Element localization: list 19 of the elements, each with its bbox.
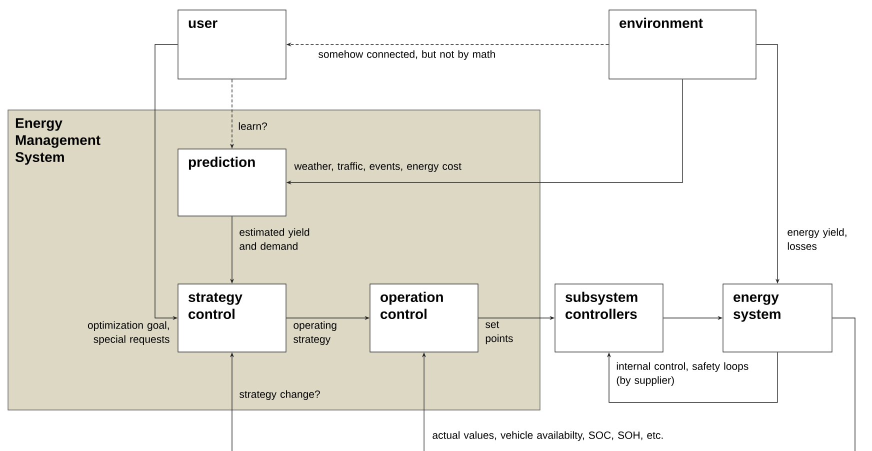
edge-label: somehow connected, but not by math xyxy=(318,50,495,60)
edge-label: actual values, vehicle availabilty, SOC, SOH, etc. xyxy=(432,431,663,441)
process-box: environment xyxy=(608,10,756,80)
edge-label: energy yield, losses xyxy=(788,228,846,250)
process-box: prediction xyxy=(178,148,286,216)
edge-label: set points xyxy=(486,321,513,344)
edge-label: optimization goal, special requests xyxy=(88,321,170,345)
process-box: operation control xyxy=(370,284,478,352)
edge-label: learn? xyxy=(238,122,267,130)
process-box: strategy control xyxy=(178,284,286,352)
process-box: user xyxy=(178,10,286,80)
edge-label: strategy change? xyxy=(240,390,320,400)
edge-label: weather, traffic, events, energy cost xyxy=(294,162,462,172)
process-box: energy system xyxy=(722,284,832,352)
arrow xyxy=(606,352,778,403)
process-box: subsystem controllers xyxy=(554,284,664,352)
edge-label: estimated yield and demand xyxy=(240,228,310,250)
edge-label: operating strategy xyxy=(294,321,336,345)
edge-label: internal control, safety loops (by supplier) xyxy=(616,362,748,386)
